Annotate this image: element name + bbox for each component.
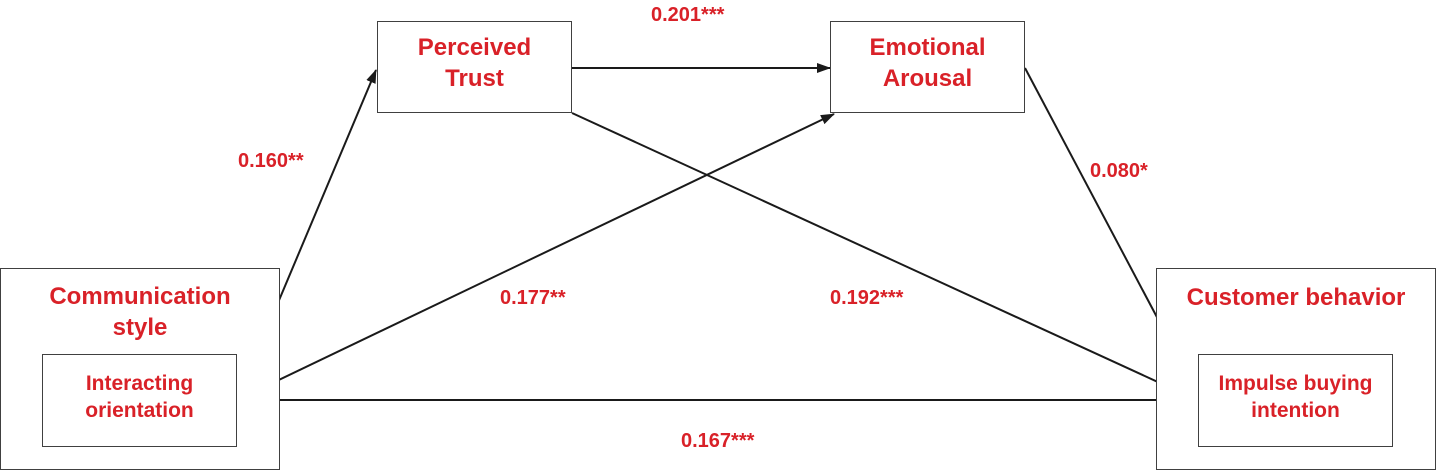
coef-arousal-to-impulse: 0.080* bbox=[1090, 160, 1148, 182]
impulse-buying-intention-box bbox=[1198, 354, 1393, 447]
coef-orientation-to-trust: 0.160** bbox=[238, 150, 304, 172]
impulse-buying-intention-line2: intention bbox=[1251, 399, 1340, 423]
emotional-arousal-line2: Arousal bbox=[882, 65, 973, 93]
arrow-trust-to-impulse bbox=[571, 112, 1198, 401]
impulse-buying-intention-label: Impulse buying intention bbox=[1198, 370, 1393, 425]
communication-style-line2: style bbox=[112, 314, 168, 342]
communication-style-label: Communication style bbox=[0, 281, 280, 343]
coef-orientation-to-arousal: 0.177** bbox=[500, 287, 566, 309]
emotional-arousal-label: Emotional Arousal bbox=[830, 32, 1025, 94]
coef-trust-to-impulse: 0.192*** bbox=[830, 287, 904, 309]
emotional-arousal-line1: Emotional bbox=[869, 34, 986, 61]
arrow-orientation-to-arousal bbox=[236, 113, 835, 401]
coef-trust-to-arousal: 0.201*** bbox=[651, 4, 725, 26]
customer-behavior-title: Customer behavior bbox=[1186, 284, 1406, 311]
perceived-trust-box bbox=[377, 21, 572, 113]
interacting-orientation-box bbox=[42, 354, 237, 447]
coef-orientation-to-impulse: 0.167*** bbox=[681, 430, 755, 452]
interacting-orientation-line2: orientation bbox=[85, 399, 194, 423]
emotional-arousal-box bbox=[830, 21, 1025, 113]
perceived-trust-label: Perceived Trust bbox=[377, 32, 572, 94]
interacting-orientation-label: Interacting orientation bbox=[42, 370, 237, 425]
perceived-trust-line1: Perceived bbox=[417, 34, 532, 61]
impulse-buying-intention-line1: Impulse buying bbox=[1218, 372, 1373, 395]
communication-style-line1: Communication bbox=[49, 283, 231, 310]
perceived-trust-line2: Trust bbox=[445, 65, 504, 93]
interacting-orientation-line1: Interacting bbox=[85, 372, 194, 395]
